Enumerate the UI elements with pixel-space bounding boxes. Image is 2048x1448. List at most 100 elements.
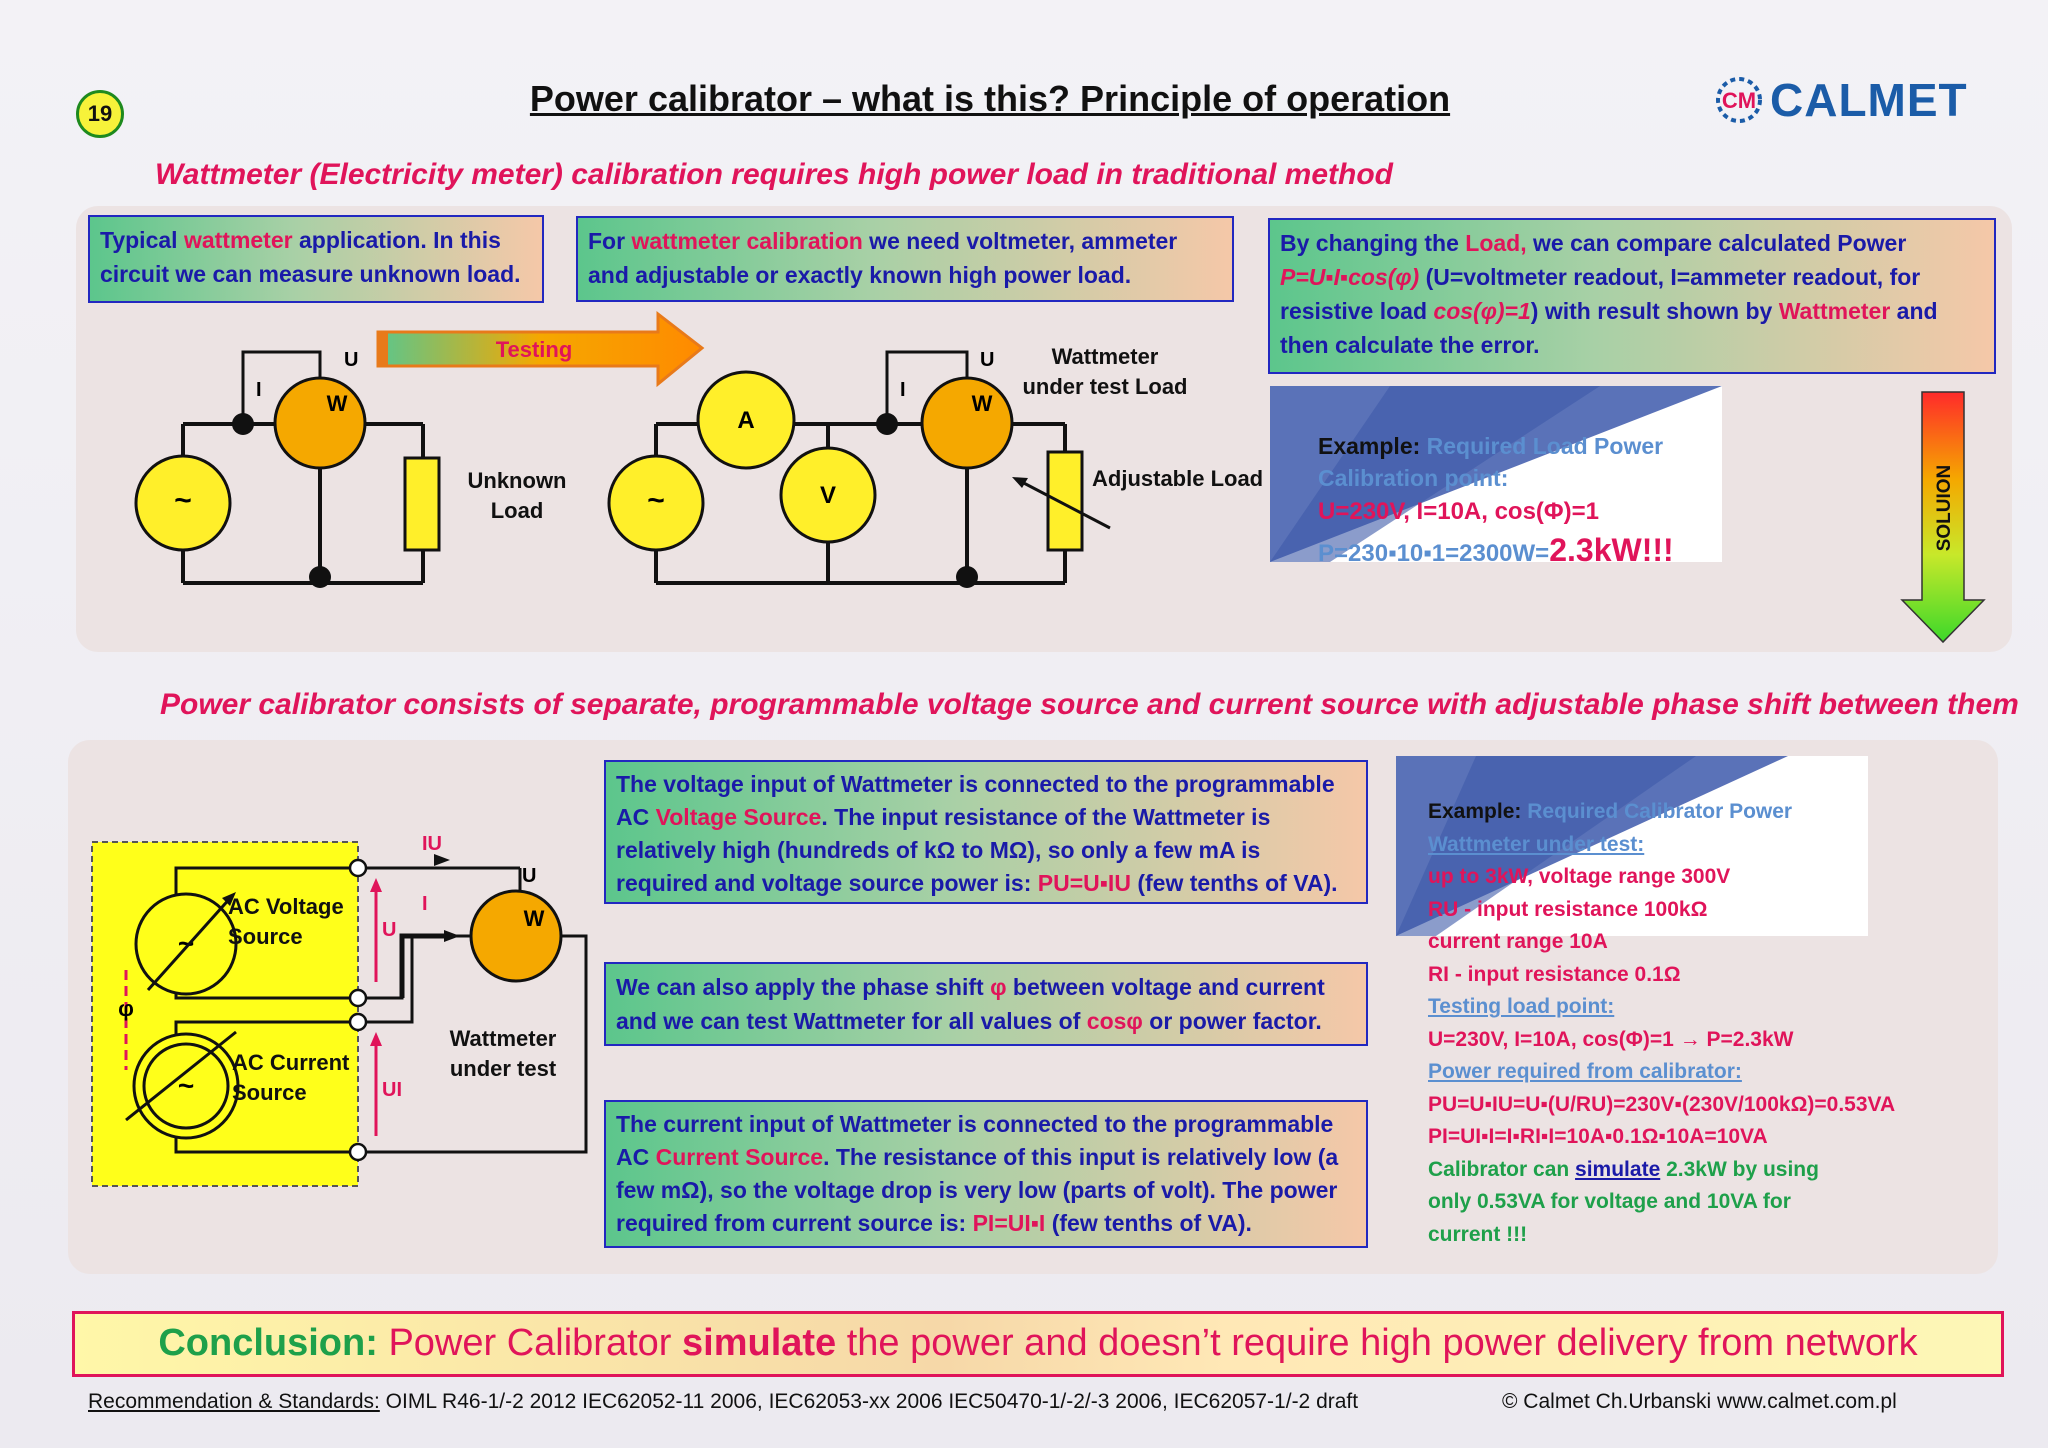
solution-label: SOLUION [1934, 465, 1955, 552]
example2-label: Example: [1428, 800, 1522, 823]
circuit1-diagram: ~ W U I [134, 349, 441, 588]
example1-result: 2.3kW!!! [1549, 532, 1674, 562]
adjustable-load-label: Adjustable Load [1092, 466, 1264, 491]
section1-box2: For wattmeter calibration we need voltme… [576, 216, 1234, 302]
u-label: U [522, 865, 536, 887]
conclusion-text-c: the power and doesn’t require high power… [836, 1322, 1918, 1364]
arrow-down-icon: SOLUION [1900, 391, 1986, 644]
example2-title: Required Calibrator Power [1527, 800, 1793, 823]
circuit2-u-label: U [980, 349, 994, 371]
box3-text-b: Load, [1465, 230, 1527, 256]
circuit1-i-label: I [256, 379, 262, 401]
source2-symbol: ~ [647, 484, 665, 517]
s2box3-text-c: . The resistance of this input is relati… [616, 1144, 1339, 1236]
s2box2-text-e: or power factor. [1142, 1008, 1322, 1034]
wattmeter-icon: W [469, 889, 563, 983]
box1-text-b: wattmeter [183, 227, 293, 253]
s2box3-text-e: (few tenths of VA). [1045, 1210, 1252, 1236]
example2-power-label: Power required from calibrator: [1428, 1060, 1742, 1083]
example2-current: current !!! [1428, 1222, 1528, 1246]
example2-range: up to 3kW, voltage range 300V [1428, 865, 1731, 888]
meter3-symbol: W [524, 906, 545, 931]
ui-arrow [370, 1032, 382, 1136]
box3-text-g: ) with result shown by [1530, 298, 1779, 324]
svg-text:~: ~ [178, 1070, 194, 1101]
s2box2-text-a: We can also apply the phase shift [616, 974, 991, 1000]
voltmeter-icon: V [779, 446, 877, 544]
s2box2-text-c: between voltage and current and we can t… [616, 974, 1325, 1034]
box3-text-a: By changing the [1280, 230, 1466, 256]
i-label: I [422, 893, 428, 915]
conclusion-text-a: Power Calibrator [377, 1322, 683, 1364]
example2-sim-a: Calibrator can [1428, 1157, 1576, 1181]
calmet-logo: CM CALMET [1714, 74, 1968, 126]
box3-text-c: we can compare calculated Power [1526, 230, 1907, 256]
box2-text-c: we need voltmeter, ammeter and adjustabl… [588, 228, 1178, 288]
example2-current-range: current range 10A [1428, 930, 1608, 953]
example1-point-label: Calibration point: [1318, 465, 1509, 491]
unknown-load-label: Unknown Load [467, 468, 567, 523]
conclusion-text-b: simulate [682, 1322, 837, 1364]
s2box1-text-a: The voltage input of Wattmeter is connec… [616, 771, 1335, 830]
logo-mark-icon: CM [1714, 75, 1764, 125]
section2-heading: Power calibrator consists of separate, p… [160, 688, 2019, 721]
example2-only: only 0.53VA for voltage and 10VA for [1428, 1190, 1791, 1213]
section2-box2: We can also apply the phase shift φ betw… [604, 962, 1368, 1046]
section2-box1: The voltage input of Wattmeter is connec… [604, 760, 1368, 904]
example2-sim-c: 2.3kW by using [1660, 1157, 1819, 1181]
s2box1-text-b: Voltage Source [655, 804, 822, 830]
section1-example: Example: Required Load Power Calibration… [1270, 386, 1722, 562]
footer-copyright: © Calmet Ch.Urbanski www.calmet.com.pl [1502, 1390, 1897, 1413]
box3-text-i: and then calculate the error. [1280, 298, 1938, 358]
box3-text-h: Wattmeter [1778, 298, 1891, 324]
example2-sim-b: simulate [1575, 1157, 1661, 1181]
box1-text-a: Typical [100, 227, 184, 253]
section1-heading: Wattmeter (Electricity meter) calibratio… [155, 158, 1393, 191]
example2-load-point-label: Testing load point: [1428, 995, 1615, 1018]
box3-formula: P=U▪I▪cos(φ) [1280, 264, 1420, 290]
box1-text-c: application. In this circuit we can meas… [100, 227, 521, 287]
example2-load-point: U=230V, I=10A, cos(Φ)=1 → P=2.3kW [1428, 1027, 1794, 1051]
example1-background [1270, 386, 1722, 562]
s2box1-text-c: . The input resistance of the Wattmeter … [616, 804, 1271, 896]
arrow-right-icon: Testing [376, 310, 705, 388]
box2-text-b: wattmeter calibration [631, 228, 863, 254]
page-title: Power calibrator – what is this? Princip… [529, 78, 1451, 119]
logo-text: CALMET [1770, 74, 1968, 126]
conclusion-label: Conclusion: [158, 1322, 378, 1364]
phi-label: φ [118, 996, 134, 1021]
adjustable-resistor-icon [1012, 450, 1111, 552]
example2-ru: RU - input resistance 100kΩ [1428, 897, 1708, 921]
ac-current-source-label: AC Current Source [232, 1050, 350, 1105]
footer-standards: Recommendation & Standards: OIML R46-1/-… [88, 1390, 1358, 1414]
footer-label: Recommendation & Standards: [88, 1390, 380, 1413]
s2box3-formula: PI=UI▪I [972, 1210, 1046, 1236]
u-arrow [370, 878, 382, 982]
arrow-label: Testing [496, 337, 573, 362]
box3-text-e: (U=voltmeter readout, I=ammeter readout,… [1280, 264, 1921, 324]
ammeter-icon: A [696, 370, 796, 470]
ac-voltage-source-icon: ~ [134, 892, 238, 996]
circuit1-u-label: U [344, 349, 358, 371]
iu-arrowhead [434, 854, 450, 866]
s2box1-text-e: (few tenths of VA). [1130, 870, 1338, 896]
s2box1-formula: PU=U▪IU [1037, 870, 1131, 896]
example2-ri: RI - input resistance 0.1Ω [1428, 962, 1681, 986]
ac-current-source-icon: ~ [125, 1030, 240, 1140]
phase-shift-marker: φ [118, 970, 134, 1070]
circuit2-i-label: I [900, 379, 906, 401]
footer-standards-text: OIML R46-1/-2 2012 IEC62052-11 2006, IEC… [379, 1390, 1359, 1413]
ac-source-icon: ~ [134, 454, 232, 552]
example1-calc: P=230▪10▪1=2300W= [1318, 540, 1550, 562]
section1-box1: Typical wattmeter application. In this c… [88, 215, 544, 303]
i-arrowhead [444, 930, 460, 942]
s2box3-text-b: Current Source [655, 1144, 824, 1170]
resistor-icon [403, 456, 441, 552]
wattmeter-icon: W [920, 376, 1014, 470]
page-number: 19 [76, 90, 124, 138]
example1-label: Example: [1318, 433, 1421, 459]
u-red-label: U [382, 919, 396, 941]
example1-values: U=230V, I=10A, cos(Φ)=1 [1318, 498, 1599, 525]
s2box2-text-b: φ [990, 974, 1007, 1000]
wattmeter-under-test-label: Wattmeter under test [449, 1026, 557, 1081]
